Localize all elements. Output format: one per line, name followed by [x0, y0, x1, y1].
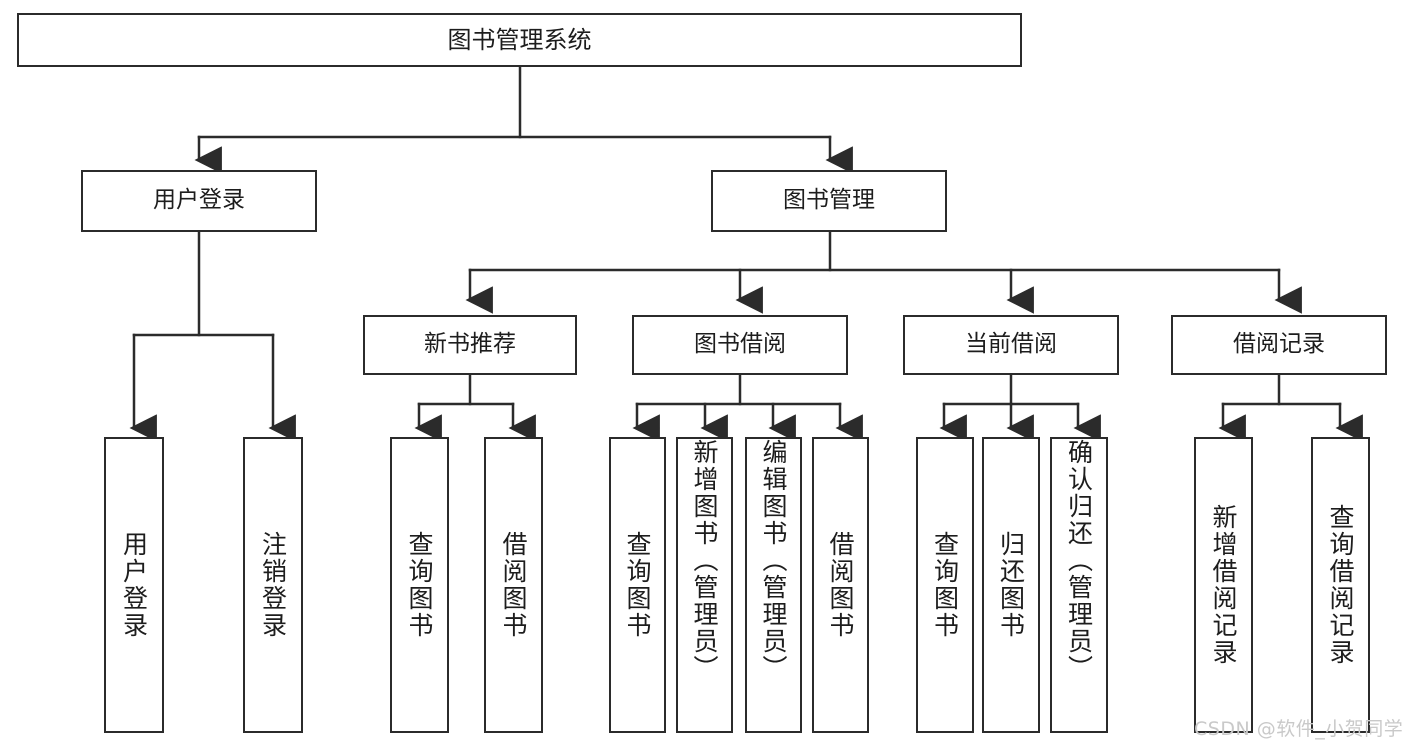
- node-leaf-query-borrow-record[interactable]: 查询借阅记录: [1311, 437, 1370, 733]
- node-leaf-query-book-current[interactable]: 查询图书: [916, 437, 974, 733]
- node-leaf-add-book[interactable]: 新增图书（管理员）: [676, 437, 733, 733]
- node-label: 当前借阅: [965, 331, 1057, 358]
- node-leaf-logout[interactable]: 注销登录: [243, 437, 303, 733]
- watermark-text: CSDN @软件_小贺同学: [1194, 718, 1404, 740]
- node-label: 用户登录: [153, 187, 245, 214]
- node-label: 查询图书: [930, 531, 960, 639]
- node-leaf-query-book-recommend[interactable]: 查询图书: [390, 437, 449, 733]
- node-book-borrow[interactable]: 图书借阅: [632, 315, 848, 375]
- node-current-borrow[interactable]: 当前借阅: [903, 315, 1119, 375]
- node-label: 新增图书（管理员）: [690, 439, 719, 682]
- node-new-book-recommend[interactable]: 新书推荐: [363, 315, 577, 375]
- node-leaf-confirm-return[interactable]: 确认归还（管理员）: [1050, 437, 1108, 733]
- node-leaf-query-book-borrow[interactable]: 查询图书: [609, 437, 666, 733]
- node-label: 用户登录: [119, 531, 149, 639]
- node-leaf-edit-book[interactable]: 编辑图书（管理员）: [745, 437, 802, 733]
- node-leaf-return-book[interactable]: 归还图书: [982, 437, 1040, 733]
- node-leaf-user-login[interactable]: 用户登录: [104, 437, 164, 733]
- node-label: 注销登录: [258, 531, 288, 639]
- node-label: 新增借阅记录: [1209, 504, 1238, 666]
- node-label: 新书推荐: [424, 331, 516, 358]
- node-user-login[interactable]: 用户登录: [81, 170, 317, 232]
- node-label: 图书借阅: [694, 331, 786, 358]
- node-label: 查询借阅记录: [1326, 504, 1355, 666]
- node-book-management-system[interactable]: 图书管理系统: [17, 13, 1022, 67]
- node-label: 查询图书: [623, 531, 652, 639]
- node-leaf-add-borrow-record[interactable]: 新增借阅记录: [1194, 437, 1253, 733]
- node-label: 借阅图书: [826, 531, 855, 639]
- node-label: 借阅图书: [499, 531, 528, 639]
- node-label: 查询图书: [405, 531, 434, 639]
- node-leaf-borrow-book-recommend[interactable]: 借阅图书: [484, 437, 543, 733]
- node-label: 借阅记录: [1233, 331, 1325, 358]
- node-label: 确认归还（管理员）: [1064, 439, 1094, 682]
- node-label: 图书管理系统: [447, 25, 592, 54]
- node-label: 编辑图书（管理员）: [759, 439, 788, 682]
- node-label: 归还图书: [996, 531, 1026, 639]
- node-label: 图书管理: [783, 187, 875, 214]
- node-book-management[interactable]: 图书管理: [711, 170, 947, 232]
- node-leaf-borrow-book[interactable]: 借阅图书: [812, 437, 869, 733]
- node-borrow-record[interactable]: 借阅记录: [1171, 315, 1387, 375]
